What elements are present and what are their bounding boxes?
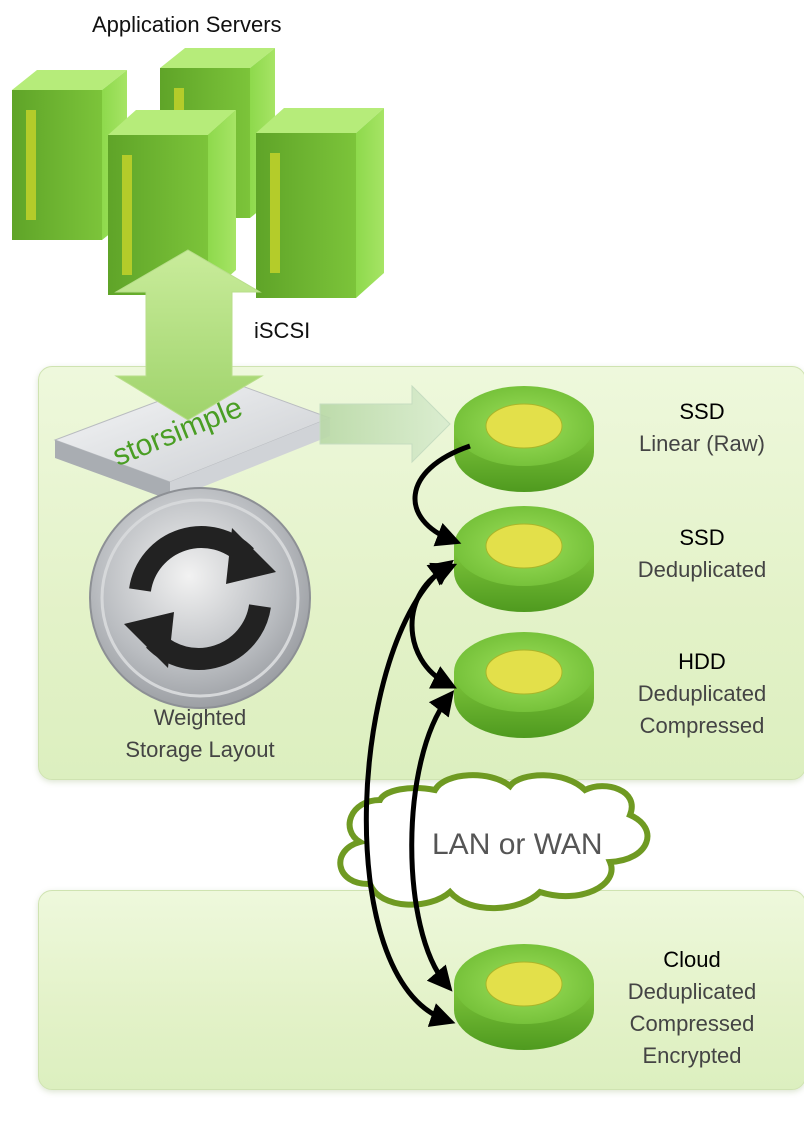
tier-desc: Linear (Raw) [639, 431, 765, 456]
tier-name: SSD [679, 399, 725, 424]
tier-desc: Compressed [629, 1011, 755, 1036]
network-label: LAN or WAN [432, 828, 603, 861]
tier-arrows [363, 443, 471, 1027]
tier-desc: Deduplicated [637, 681, 767, 706]
data-flow-arrow [319, 384, 451, 464]
tier-desc: Deduplicated [627, 979, 757, 1004]
tier-desc: Compressed [639, 713, 765, 738]
diagram-title: Application Servers [92, 12, 282, 37]
layout-label-line1: Weighted [153, 705, 247, 730]
disk-icon [454, 386, 594, 492]
tier-label-ssd-dedup: SSD Deduplicated [604, 522, 800, 586]
tier-desc: Deduplicated [637, 557, 767, 582]
tier-label-ssd-raw: SSD Linear (Raw) [604, 396, 800, 460]
tier-label-cloud: Cloud Deduplicated Compressed Encrypted [592, 944, 792, 1072]
server-icon [256, 108, 384, 298]
protocol-label: iSCSI [254, 318, 311, 343]
server-icon [12, 70, 127, 240]
tier-label-hdd: HDD Deduplicated Compressed [604, 646, 800, 742]
tier-desc: Encrypted [642, 1043, 742, 1068]
tier-name: HDD [678, 649, 726, 674]
disk-icon [454, 944, 594, 1050]
disk-icon [454, 632, 594, 738]
layout-label: Weighted Storage Layout [80, 702, 320, 766]
iscsi-double-arrow [114, 249, 264, 421]
sync-icon [89, 487, 311, 709]
disk-icon [454, 506, 594, 612]
layout-label-line2: Storage Layout [125, 737, 275, 762]
tier-name: Cloud [663, 947, 721, 972]
tier-name: SSD [679, 525, 725, 550]
cloud-icon [337, 772, 651, 912]
